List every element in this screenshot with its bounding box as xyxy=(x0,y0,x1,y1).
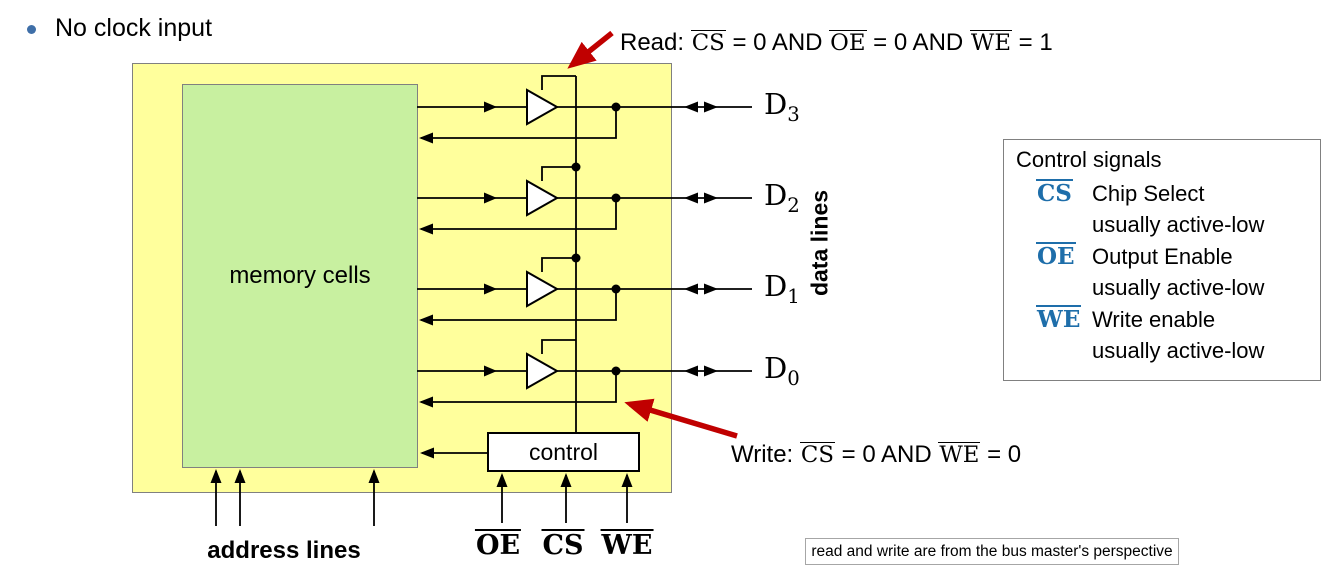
bullet-icon xyxy=(27,25,36,34)
legend-note-we: usually active-low xyxy=(1092,338,1265,363)
bullet-text: No clock input xyxy=(55,14,213,42)
legend-term-oe: OE xyxy=(1036,242,1076,270)
control-input-label-we: WE xyxy=(600,529,654,561)
address-lines-label: address lines xyxy=(207,537,361,564)
data-line-label-d0: D0 xyxy=(764,351,800,390)
footnote-text: read and write are from the bus master's… xyxy=(811,542,1173,560)
control-input-label-cs: CS xyxy=(541,529,585,561)
legend-term-we: WE xyxy=(1036,305,1082,333)
data-line-label-d2: D2 xyxy=(764,178,800,217)
legend-title: Control signals xyxy=(1016,147,1162,172)
footnote-box: read and write are from the bus master's… xyxy=(805,538,1179,565)
memory-cells-label: memory cells xyxy=(229,262,371,289)
legend-note-oe: usually active-low xyxy=(1092,275,1265,300)
legend-def-oe: Output Enable xyxy=(1092,244,1233,269)
legend-term-cs: CS xyxy=(1036,179,1073,207)
legend-note-cs: usually active-low xyxy=(1092,212,1265,237)
read-condition-text: Read: CS = 0 AND OE = 0 AND WE = 1 xyxy=(620,29,1053,56)
memory-cells-box: memory cells xyxy=(182,84,418,468)
data-line-label-d1: D1 xyxy=(764,269,800,308)
read-annotation-arrow-icon xyxy=(567,30,614,69)
data-line-label-d3: D3 xyxy=(764,87,800,126)
write-condition-text: Write: CS = 0 AND WE = 0 xyxy=(731,441,1022,468)
legend-def-cs: Chip Select xyxy=(1092,181,1205,206)
legend-def-we: Write enable xyxy=(1092,307,1216,332)
control-box: control xyxy=(487,432,640,472)
control-box-label: control xyxy=(528,438,599,465)
control-input-label-oe: OE xyxy=(474,529,522,561)
data-lines-axis-label: data lines xyxy=(806,189,833,297)
